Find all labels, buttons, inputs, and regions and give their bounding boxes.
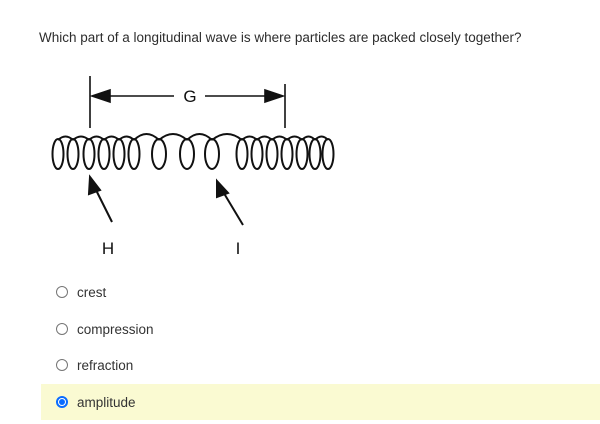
coil-loop — [82, 138, 96, 170]
option-label: crest — [77, 284, 107, 300]
coil-loop — [97, 138, 111, 170]
coil-loop — [308, 138, 322, 170]
coil-loop — [295, 138, 309, 170]
coil-loop — [112, 138, 126, 170]
wavelength-marker-g — [89, 76, 286, 128]
coil-loop — [127, 138, 141, 170]
longitudinal-wave-diagram: G H I — [51, 76, 335, 258]
label-h: H — [102, 239, 114, 258]
coil-loop — [280, 138, 294, 170]
arrow-i — [216, 178, 244, 226]
label-g: G — [183, 87, 196, 106]
option-label: compression — [77, 321, 154, 337]
coil-loop — [151, 138, 167, 170]
coil-loop — [51, 138, 65, 170]
coil-top-arc — [211, 133, 243, 141]
radio-button[interactable] — [56, 286, 68, 298]
option-label: amplitude — [77, 394, 136, 410]
coil-loop — [66, 138, 80, 170]
coil-top-arc — [133, 133, 160, 141]
label-i: I — [236, 239, 241, 258]
option-compression[interactable]: compression — [41, 311, 600, 347]
question-text: Which part of a longitudinal wave is whe… — [39, 30, 522, 45]
coil-loop — [265, 138, 279, 170]
radio-button-selected[interactable] — [56, 396, 68, 408]
option-crest[interactable]: crest — [41, 274, 600, 310]
coil-top-arc — [186, 133, 213, 141]
option-amplitude[interactable]: amplitude — [41, 384, 600, 420]
spring-coil — [51, 133, 335, 170]
coil-loop — [204, 138, 220, 170]
coil-top-arc — [158, 133, 188, 141]
radio-button[interactable] — [56, 323, 68, 335]
coil-loop — [250, 138, 264, 170]
option-refraction[interactable]: refraction — [41, 347, 600, 383]
option-label: refraction — [77, 357, 134, 373]
coil-loop — [321, 138, 335, 170]
coil-loop — [235, 138, 249, 170]
coil-loop — [179, 138, 195, 170]
arrow-h — [87, 174, 113, 223]
radio-button[interactable] — [56, 359, 68, 371]
